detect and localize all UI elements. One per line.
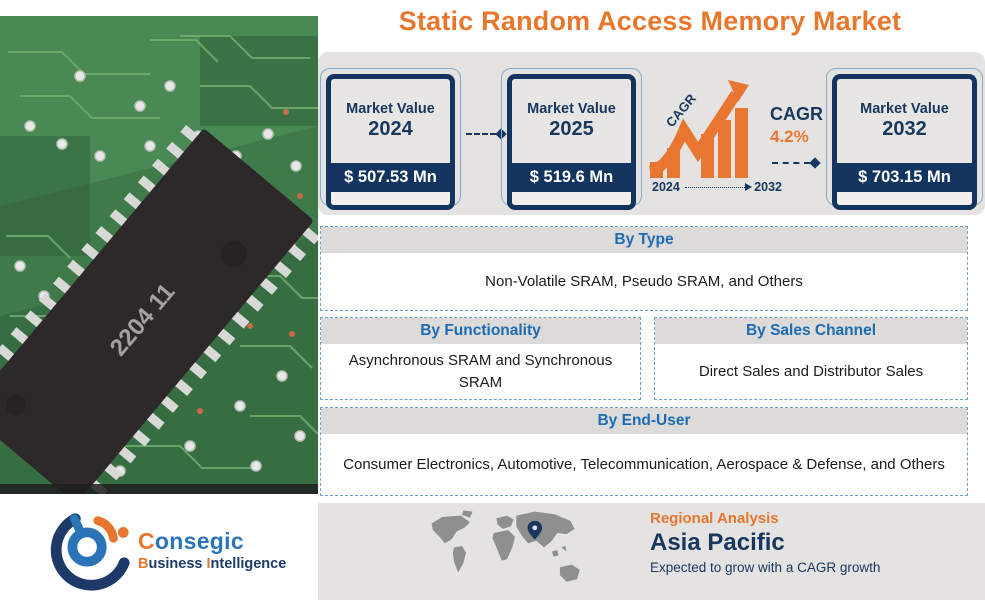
circuit-board-image: 2204 11 xyxy=(0,16,318,494)
consegic-logo-text: Consegic Business Intelligence xyxy=(138,528,286,572)
card-strip xyxy=(837,192,972,205)
card-inner: Market Value 2024 $ 507.53 Mn xyxy=(326,74,455,210)
card-value: $ 703.15 Mn xyxy=(837,163,972,192)
section-heading: By End-User xyxy=(321,408,967,434)
market-value-card-2024: Market Value 2024 $ 507.53 Mn xyxy=(320,68,461,210)
card-value: $ 519.6 Mn xyxy=(512,163,631,192)
card-label: Market Value xyxy=(527,101,616,117)
card-label: Market Value xyxy=(346,101,435,117)
section-content: Asynchronous SRAM and Synchronous SRAM xyxy=(348,351,613,391)
sram-chip-photo: 2204 11 xyxy=(0,16,318,494)
card-connector-arrow xyxy=(466,133,496,135)
card-value: $ 507.53 Mn xyxy=(331,163,450,192)
card-strip xyxy=(512,192,631,205)
brand-name: Consegic xyxy=(138,528,286,555)
market-value-card-2032: Market Value 2032 $ 703.15 Mn xyxy=(826,68,983,210)
subtitle-word-intelligence: ntelligence xyxy=(210,556,287,572)
card-top: Market Value 2025 xyxy=(512,79,631,163)
consegic-logo-mark-icon xyxy=(50,513,130,591)
regional-label: Regional Analysis xyxy=(650,510,779,527)
card-label: Market Value xyxy=(860,101,949,117)
subtitle-initial-i: I xyxy=(206,556,211,572)
card-year: 2032 xyxy=(882,118,927,140)
solder-pads xyxy=(197,109,303,414)
section-heading: By Sales Channel xyxy=(655,318,967,344)
card-inner: Market Value 2032 $ 703.15 Mn xyxy=(832,74,977,210)
brand-subtitle: Business Intelligence xyxy=(138,556,286,572)
cagr-percent: 4.2% xyxy=(770,127,809,146)
market-value-card-2025: Market Value 2025 $ 519.6 Mn xyxy=(501,68,642,210)
section-content: Consumer Electronics, Automotive, Teleco… xyxy=(343,455,945,473)
consegic-logo: Consegic Business Intelligence xyxy=(46,506,286,594)
regional-region: Asia Pacific xyxy=(650,529,785,556)
regional-analysis-block: Regional Analysis Asia Pacific Expected … xyxy=(650,510,950,577)
regional-note: Expected to grow with a CAGR growth xyxy=(650,560,881,575)
section-heading: By Type xyxy=(321,227,967,253)
cagr-growth-chart-icon: CAGR xyxy=(648,80,749,178)
brand-initial: C xyxy=(138,528,155,554)
card-strip xyxy=(331,192,450,205)
brand-rest: onsegic xyxy=(154,528,244,554)
card-year: 2024 xyxy=(368,118,413,140)
section-by-sales-channel: By Sales Channel Direct Sales and Distri… xyxy=(654,317,968,400)
cagr-start-year: 2024 xyxy=(652,180,680,194)
world-map xyxy=(431,510,580,582)
section-by-functionality: By Functionality Asynchronous SRAM and S… xyxy=(320,317,641,400)
cagr-end-year: 2032 xyxy=(754,180,782,194)
cagr-period: 2024 2032 xyxy=(652,180,782,194)
card-top: Market Value 2032 xyxy=(837,79,972,163)
section-by-type: By Type Non-Volatile SRAM, Pseudo SRAM, … xyxy=(320,226,968,311)
section-content: Non-Volatile SRAM, Pseudo SRAM, and Othe… xyxy=(485,272,803,290)
regional-analysis-band: Regional Analysis Asia Pacific Expected … xyxy=(318,503,985,600)
card-top: Market Value 2024 xyxy=(331,79,450,163)
card-inner: Market Value 2025 $ 519.6 Mn xyxy=(507,74,636,210)
subtitle-word-business: usiness xyxy=(148,556,207,572)
subtitle-initial-b: B xyxy=(138,556,149,572)
section-by-end-user: By End-User Consumer Electronics, Automo… xyxy=(320,407,968,496)
cagr-heading: CAGR xyxy=(770,104,823,124)
period-arrow xyxy=(684,183,753,191)
card-year: 2025 xyxy=(549,118,594,140)
page-title: Static Random Access Memory Market xyxy=(398,6,902,36)
section-content: Direct Sales and Distributor Sales xyxy=(698,362,924,380)
section-heading: By Functionality xyxy=(321,318,640,344)
cagr-connector-arrow xyxy=(772,162,810,164)
